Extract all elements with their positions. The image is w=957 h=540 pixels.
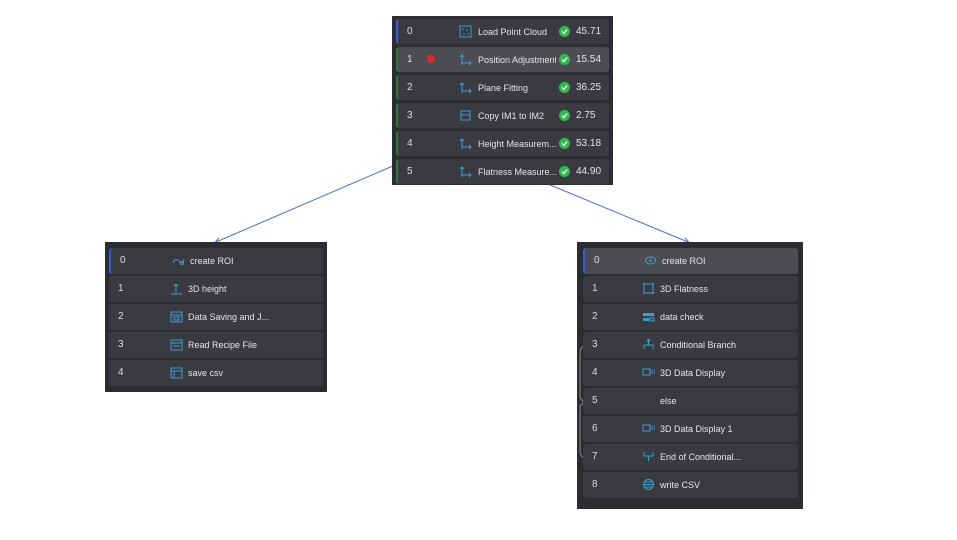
status-ok-icon	[559, 54, 570, 65]
sub-step-row[interactable]: 0 create ROI	[583, 248, 798, 274]
step-index: 4	[407, 138, 413, 149]
step-index: 0	[120, 255, 126, 266]
data-check-icon	[642, 310, 655, 323]
step-name: Data Saving and J...	[188, 312, 270, 322]
step-index: 3	[118, 339, 124, 350]
height-subflow-panel: 0 create ROI 1 3D height 2 Data Saving a…	[105, 242, 327, 392]
step-index: 5	[592, 395, 598, 406]
breakpoint-icon[interactable]	[427, 55, 435, 63]
display-3d-icon: 3D	[642, 422, 658, 435]
flatness-measure-icon	[459, 165, 472, 178]
step-name: save csv	[188, 368, 224, 378]
status-ok-icon	[559, 166, 570, 177]
plane-fitting-icon	[459, 81, 472, 94]
sub-step-row[interactable]: 0 create ROI	[109, 248, 323, 274]
step-name: Flatness Measure...	[478, 167, 556, 177]
step-name: End of Conditional...	[660, 452, 742, 462]
branch-end-icon	[642, 450, 655, 463]
step-time: 53.18	[576, 138, 602, 149]
display-3d-icon: 3D	[642, 366, 658, 379]
flatness-subflow-panel: 0 create ROI 1 3D Flatness 2 data check …	[577, 242, 803, 509]
recipe-file-icon	[170, 338, 183, 351]
main-step-row[interactable]: 2 Plane Fitting 36.25	[396, 75, 609, 100]
step-name: Read Recipe File	[188, 340, 258, 350]
height-measure-icon	[459, 137, 472, 150]
sub-step-row[interactable]: 2 data check	[583, 304, 798, 330]
step-index: 1	[592, 283, 598, 294]
height-icon	[170, 282, 183, 295]
step-index: 2	[118, 311, 124, 322]
step-name: write CSV	[660, 480, 701, 490]
sub-step-row[interactable]: 1 3D height	[109, 276, 323, 302]
main-step-row[interactable]: 4 Height Measurem... 53.18	[396, 131, 609, 156]
step-index: 0	[407, 26, 413, 37]
status-ok-icon	[559, 26, 570, 37]
step-time: 44.90	[576, 166, 602, 177]
step-name: create ROI	[662, 256, 706, 266]
sub-step-row[interactable]: 4 3D 3D Data Display	[583, 360, 798, 386]
roi-icon	[644, 254, 657, 267]
branch-icon	[642, 338, 655, 351]
step-index: 3	[592, 339, 598, 350]
step-name: Conditional Branch	[660, 340, 737, 350]
main-step-row[interactable]: 5 Flatness Measure... 44.90	[396, 159, 609, 184]
step-name: 3D Data Display 1	[660, 424, 733, 434]
step-time: 15.54	[576, 54, 602, 65]
step-name: Position Adjustment	[478, 55, 556, 65]
main-step-row[interactable]: 0 Load Point Cloud 45.71	[396, 19, 609, 44]
step-time: 36.25	[576, 82, 602, 93]
sub-step-row[interactable]: 6 3D 3D Data Display 1	[583, 416, 798, 442]
step-name: 3D Flatness	[660, 284, 709, 294]
step-index: 1	[118, 283, 124, 294]
step-name: create ROI	[190, 256, 234, 266]
sub-step-row[interactable]: 3 Read Recipe File	[109, 332, 323, 358]
step-index: 2	[592, 311, 598, 322]
sub-step-row[interactable]: 1 3D Flatness	[583, 276, 798, 302]
main-flow-panel: 0 Load Point Cloud 45.71 1 Position Adju…	[392, 16, 613, 185]
step-name: 3D height	[188, 284, 227, 294]
step-index: 3	[407, 110, 413, 121]
svg-text:3D: 3D	[650, 426, 655, 432]
step-index: 1	[407, 54, 413, 65]
step-index: 0	[594, 255, 600, 266]
main-step-row[interactable]: 1 Position Adjustment 15.54	[396, 47, 609, 72]
main-step-row[interactable]: 3 Copy IM1 to IM2 2.75	[396, 103, 609, 128]
svg-text:3D: 3D	[650, 370, 655, 376]
step-index: 6	[592, 423, 598, 434]
step-index: 2	[407, 82, 413, 93]
sub-step-row[interactable]: 3 Conditional Branch	[583, 332, 798, 358]
flatness-icon	[642, 282, 655, 295]
step-index: 8	[592, 479, 598, 490]
step-index: 4	[592, 367, 598, 378]
sub-step-row[interactable]: 7 End of Conditional...	[583, 444, 798, 470]
step-index: 4	[118, 367, 124, 378]
data-save-icon	[170, 310, 183, 323]
csv-write-icon	[642, 478, 655, 491]
roi-icon	[172, 254, 185, 267]
step-time: 45.71	[576, 26, 602, 37]
sub-step-row[interactable]: 2 Data Saving and J...	[109, 304, 323, 330]
copy-icon	[459, 109, 472, 122]
status-ok-icon	[559, 138, 570, 149]
status-ok-icon	[559, 82, 570, 93]
step-name: Plane Fitting	[478, 83, 529, 93]
step-name: Height Measurem...	[478, 139, 556, 149]
step-name: Copy IM1 to IM2	[478, 111, 545, 121]
point-cloud-icon	[459, 25, 472, 38]
sub-step-row[interactable]: 8 write CSV	[583, 472, 798, 498]
step-name: 3D Data Display	[660, 368, 726, 378]
csv-icon	[170, 366, 183, 379]
step-index: 7	[592, 451, 598, 462]
step-name: data check	[660, 312, 704, 322]
step-time: 2.75	[576, 110, 596, 121]
sub-step-row[interactable]: 4 save csv	[109, 360, 323, 386]
position-adjust-icon	[459, 53, 472, 66]
step-index: 5	[407, 166, 413, 177]
sub-step-row[interactable]: 5 else	[583, 388, 798, 414]
status-ok-icon	[559, 110, 570, 121]
step-name: Load Point Cloud	[478, 27, 548, 37]
step-name: else	[660, 396, 677, 406]
